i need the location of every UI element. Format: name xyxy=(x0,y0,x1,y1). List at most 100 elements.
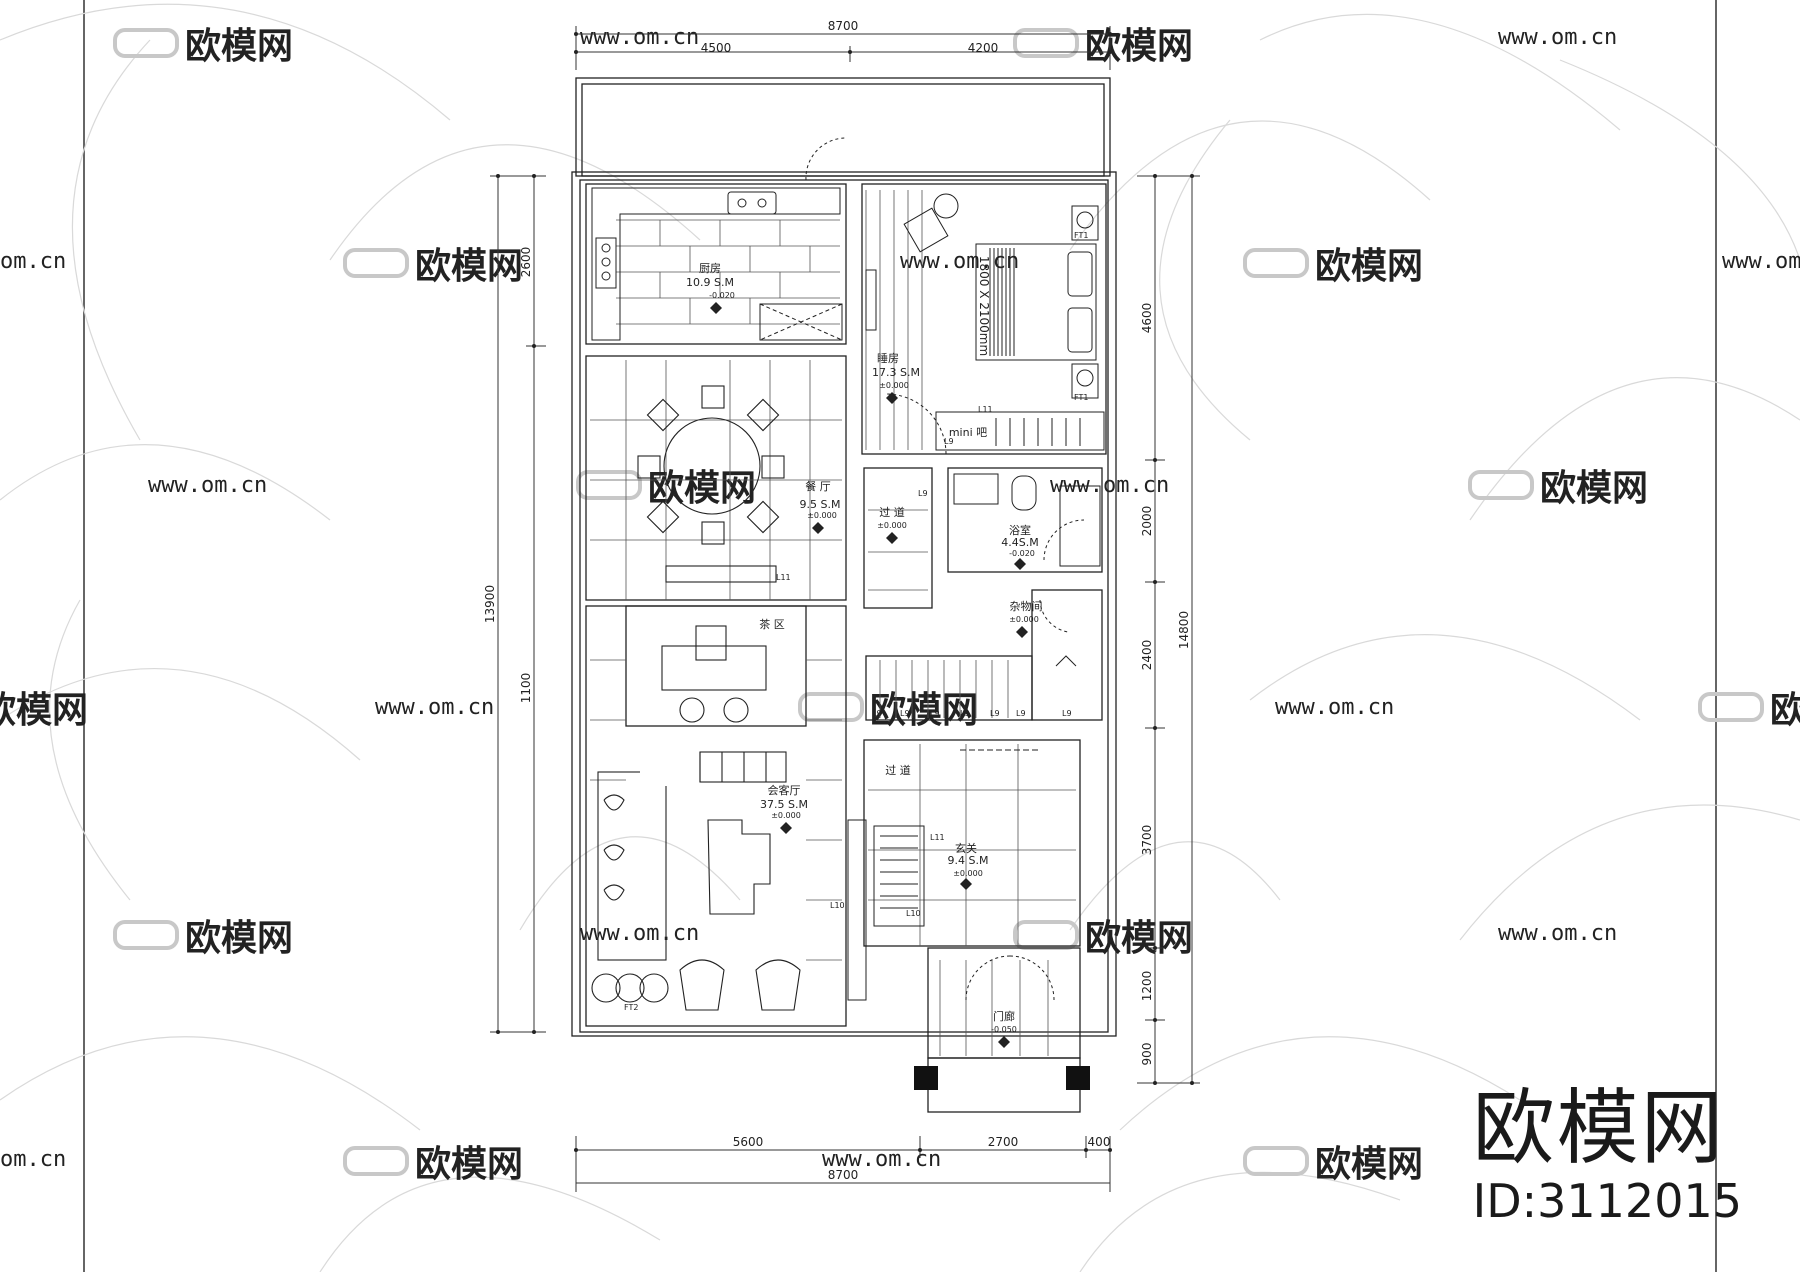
bath-level: -0.020 xyxy=(1009,549,1035,558)
brand-block: 欧模网 ID:3112015 xyxy=(1473,1088,1742,1227)
svg-text:L9: L9 xyxy=(960,709,970,718)
brand-logo-text: 欧模网 xyxy=(1472,1081,1725,1176)
dim-right-total: 14800 xyxy=(1177,611,1191,649)
svg-text:www.om.cn: www.om.cn xyxy=(1722,249,1800,274)
svg-text:欧模网: 欧模网 xyxy=(185,918,293,959)
watermark-logo: 欧模网 xyxy=(1243,246,1423,287)
dimension-lines xyxy=(490,26,1200,1192)
dim-bottom-c: 400 xyxy=(1088,1135,1111,1149)
level-marker-icon xyxy=(812,522,824,534)
porch-name: 门廊 xyxy=(993,1009,1015,1023)
level-marker-icon xyxy=(1014,558,1026,570)
svg-text:www.om.cn: www.om.cn xyxy=(580,25,699,50)
dim-right-1: 4600 xyxy=(1140,303,1154,334)
sofa xyxy=(597,771,667,961)
watermark-arcs xyxy=(0,3,1800,1272)
watermark-logo: 欧模网 xyxy=(1468,468,1648,509)
tea-area-name: 茶 区 xyxy=(759,618,785,631)
dim-top-left: 4500 xyxy=(701,41,732,55)
dining-area: 9.5 S.M xyxy=(800,498,841,511)
watermark-logo: 欧模网 xyxy=(798,690,978,731)
lighting-tags: L11 L11 L11 L9 L9 L9 L9 L9 L9 L9 L9 L9 L… xyxy=(624,231,1088,1012)
svg-text:www.om.cn: www.om.cn xyxy=(1275,695,1394,720)
bed-size-label: 1800 X 2100mm xyxy=(977,256,991,356)
watermark-logo: 欧模网 xyxy=(576,468,756,509)
svg-text:欧模网: 欧模网 xyxy=(185,26,293,67)
svg-text:FT1: FT1 xyxy=(1074,393,1088,402)
svg-text:L9: L9 xyxy=(900,709,910,718)
dim-top-total: 8700 xyxy=(828,19,859,33)
watermark-logo: 欧模网 xyxy=(1013,918,1193,959)
watermark-logo: 欧模网 xyxy=(113,26,293,67)
bath-name: 浴室 xyxy=(1009,523,1031,537)
level-marker-icon xyxy=(1016,626,1028,638)
floor-tiles xyxy=(590,190,1076,1056)
bedroom-furniture xyxy=(865,193,1105,455)
dim-left-top: 2600 xyxy=(519,247,533,278)
corridor-1-name: 过 道 xyxy=(879,505,905,519)
kitchen-area: 10.9 S.M xyxy=(686,276,734,289)
watermark-urls: www.om.cn www.om.cn om.cn www.om.cn www.… xyxy=(0,25,1800,1172)
dimension-labels: 8700 4500 4200 5600 2700 400 8700 13900 … xyxy=(483,19,1191,1182)
dining-name: 餐 厅 xyxy=(805,479,831,493)
dim-bottom-a: 5600 xyxy=(733,1135,764,1149)
svg-text:L9: L9 xyxy=(1062,709,1072,718)
bathroom-fixtures xyxy=(953,473,1101,567)
svg-text:L9: L9 xyxy=(918,489,928,498)
dim-top-right: 4200 xyxy=(968,41,999,55)
svg-text:L10: L10 xyxy=(830,901,845,910)
svg-text:om.cn: om.cn xyxy=(0,249,66,274)
corridor-2-name: 过 道 xyxy=(885,763,911,777)
svg-text:L9: L9 xyxy=(1016,709,1026,718)
living-name: 会客厅 xyxy=(768,783,801,797)
bedroom-name: 睡房 xyxy=(877,352,899,365)
kitchen-level: -0.020 xyxy=(709,291,735,300)
watermark-logo: 欧模网 xyxy=(1013,26,1193,67)
svg-text:欧模网: 欧模网 xyxy=(1085,26,1193,67)
svg-text:www.om.cn: www.om.cn xyxy=(580,921,699,946)
dim-bottom-b: 2700 xyxy=(988,1135,1019,1149)
dim-right-2: 2000 xyxy=(1140,506,1154,537)
porch-level: -0.050 xyxy=(991,1025,1017,1034)
watermark-logo: 欧模网 xyxy=(343,246,523,287)
dim-right-4: 3700 xyxy=(1140,825,1154,856)
level-marker-icon xyxy=(960,878,972,890)
svg-text:欧模网: 欧模网 xyxy=(1085,918,1193,959)
dim-right-3: 2400 xyxy=(1140,640,1154,671)
bedroom-area: 17.3 S.M xyxy=(872,366,920,379)
bedroom-level: ±0.000 xyxy=(879,381,909,390)
svg-text:L11: L11 xyxy=(978,405,993,414)
watermark-logo: 欧模网 xyxy=(0,690,88,731)
foyer-fixtures xyxy=(847,749,1055,1001)
svg-text:FT1: FT1 xyxy=(1074,231,1088,240)
svg-text:L11: L11 xyxy=(776,573,791,582)
svg-text:欧模网: 欧模网 xyxy=(415,246,523,287)
svg-text:欧模网: 欧模网 xyxy=(0,690,88,731)
svg-text:L9: L9 xyxy=(990,709,1000,718)
mini-bar-label: mini 吧 xyxy=(949,426,987,439)
svg-text:欧模网: 欧模网 xyxy=(415,1144,523,1185)
svg-text:www.om.cn: www.om.cn xyxy=(1498,921,1617,946)
svg-text:L11: L11 xyxy=(930,833,945,842)
storage-level: ±0.000 xyxy=(1009,615,1039,624)
storage-name: 杂物间 xyxy=(1010,599,1043,613)
dim-left-outer: 13900 xyxy=(483,585,497,623)
watermark-logo: 欧模网 xyxy=(343,1144,523,1185)
room-labels: 厨房 10.9 S.M -0.020 睡房 17.3 S.M ±0.000 18… xyxy=(686,256,1042,1034)
svg-text:L9: L9 xyxy=(872,709,882,718)
svg-text:www.om.cn: www.om.cn xyxy=(375,695,494,720)
level-marker-icons xyxy=(710,302,1028,1048)
watermark-logo: 欧模网 xyxy=(1243,1144,1423,1185)
svg-text:L9: L9 xyxy=(944,437,954,446)
foyer-level: ±0.000 xyxy=(953,869,983,878)
living-level: ±0.000 xyxy=(771,811,801,820)
dining-set xyxy=(637,385,785,583)
svg-text:www.om.cn: www.om.cn xyxy=(900,249,1019,274)
svg-text:L10: L10 xyxy=(906,909,921,918)
dim-bottom-total: 8700 xyxy=(828,1168,859,1182)
entrance-columns xyxy=(914,1066,1090,1090)
svg-text:欧模网: 欧模网 xyxy=(1315,1144,1423,1185)
dining-level: ±0.000 xyxy=(807,511,837,520)
dim-right-5: 1200 xyxy=(1140,971,1154,1002)
